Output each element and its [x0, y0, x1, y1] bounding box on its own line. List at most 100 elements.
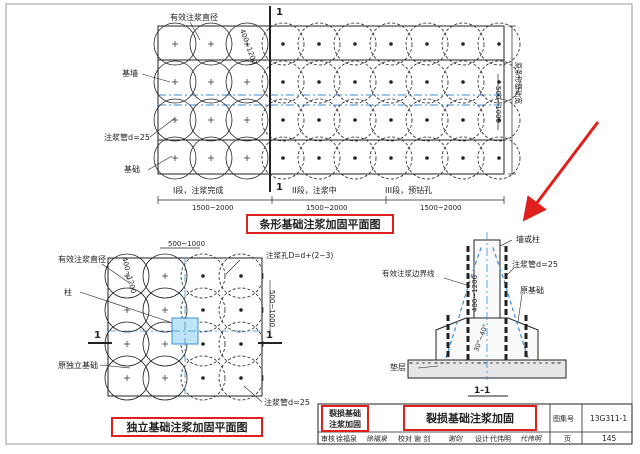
range-width-text: 500~1000	[494, 86, 502, 123]
section-title: 1-1	[474, 386, 490, 396]
cushion-speckle	[440, 362, 442, 364]
cushion-speckle	[479, 362, 481, 364]
strip-injection-circle	[153, 98, 197, 142]
strip-injection-circle	[225, 60, 269, 104]
cushion-speckle	[446, 362, 448, 364]
checker-name: 谢 剑	[414, 434, 430, 443]
cushion-speckle	[465, 362, 467, 364]
cushion-speckle	[528, 362, 530, 364]
iso-label-column: 柱	[64, 287, 72, 297]
cushion-speckle	[508, 362, 510, 364]
strip-injection-circle	[405, 60, 449, 104]
cushion-speckle	[534, 362, 536, 364]
strip-hole-dot	[497, 42, 501, 46]
injection-boundary-right	[491, 244, 529, 359]
cushion-speckle	[471, 362, 473, 364]
sec-label-cushion: 垫层	[390, 362, 406, 372]
cushion-speckle	[503, 362, 505, 364]
cushion-speckle	[553, 362, 555, 364]
stage-1-dimension: 1500~2000	[192, 204, 234, 212]
cushion-speckle	[448, 362, 450, 364]
strip-hole-dot	[353, 156, 357, 160]
cushion-speckle	[441, 362, 443, 364]
reviewer-name: 徐福泉	[336, 434, 357, 443]
section-1-1: 墙或柱 有效注浆边界线 注浆管d=25 原基础 400~1200 30°~40°…	[382, 232, 567, 397]
strip-injection-circle	[477, 136, 521, 180]
cushion-speckle	[459, 362, 461, 364]
cushion-speckle	[428, 362, 430, 364]
title-badge-box	[321, 405, 369, 432]
isolated-plan-title: 独立基础注浆加固平面图	[126, 420, 248, 434]
strip-injection-circles	[153, 22, 521, 180]
iso-label-pipe: 注浆管d=25	[264, 397, 310, 407]
cushion-speckle	[545, 362, 547, 364]
isolated-injection-circle	[104, 253, 150, 299]
stage-3-dimension: 1500~2000	[420, 204, 462, 212]
red-pointer-arrow	[522, 121, 600, 222]
strip-injection-circle	[297, 60, 341, 104]
atlas-number: 13G311-1	[590, 414, 627, 423]
isolated-injection-circle	[142, 253, 188, 299]
cushion-speckle	[409, 362, 411, 364]
strip-plan-title-box	[246, 214, 394, 234]
cushion-speckle	[522, 362, 524, 364]
strip-injection-circle	[477, 98, 521, 142]
sec-label-pipe: 注浆管d=25	[512, 259, 558, 269]
strip-hole-dot	[497, 156, 501, 160]
cushion-speckle	[442, 362, 444, 364]
strip-hole-dot	[389, 42, 393, 46]
strip-foundation-plan: 1 1 有效注浆直径 基墙 注浆管d=25 基础 400~1200 500~10…	[104, 6, 523, 212]
strip-hole-dot	[389, 156, 393, 160]
strip-hole-dot	[461, 118, 465, 122]
strip-injection-circle	[369, 60, 413, 104]
cushion-speckle	[490, 362, 492, 364]
isolated-plan-title-box	[111, 417, 263, 437]
cushion-speckle	[540, 362, 542, 364]
cushion-speckle	[546, 362, 548, 364]
injection-boundary-left	[445, 244, 483, 359]
strip-hole-dot	[425, 118, 429, 122]
strip-hole-dot	[425, 80, 429, 84]
strip-hole-dot	[389, 80, 393, 84]
cushion-speckle	[472, 362, 474, 364]
strip-hole-dot	[281, 80, 285, 84]
strip-injection-circle	[405, 22, 449, 66]
strip-injection-circle	[153, 22, 197, 66]
strip-hole-dot	[281, 118, 285, 122]
cushion-speckle	[429, 362, 431, 364]
strip-hole-dot	[389, 118, 393, 122]
isolated-injection-circle	[180, 253, 226, 299]
isolated-injection-circle	[218, 287, 264, 333]
stage-2-dimension: 1500~2000	[306, 204, 348, 212]
isolated-injection-circle	[180, 287, 226, 333]
cushion-speckle	[491, 362, 493, 364]
cushion-speckle	[527, 362, 529, 364]
cushion-speckle	[520, 362, 522, 364]
strip-injection-circle	[369, 136, 413, 180]
section-mark-top: 1	[276, 7, 283, 18]
strip-hole-dot	[317, 42, 321, 46]
strip-injection-circle	[225, 22, 269, 66]
strip-injection-circle	[189, 22, 233, 66]
strip-injection-circle	[189, 136, 233, 180]
strip-injection-circle	[441, 136, 485, 180]
section-mark-bottom: 1	[276, 182, 283, 193]
cushion-speckle	[416, 362, 418, 364]
isolated-injection-circle	[180, 355, 226, 401]
cushion-speckle	[557, 362, 559, 364]
strip-injection-circle	[333, 60, 377, 104]
cushion-speckle	[521, 362, 523, 364]
strip-injection-circle	[225, 98, 269, 142]
iso-hole-dot	[201, 308, 205, 312]
iso-hole-dot	[239, 274, 243, 278]
cushion-speckle	[454, 362, 456, 364]
cushion-speckle	[466, 362, 468, 364]
iso-hole-dot	[201, 376, 205, 380]
strip-hole-dot	[461, 42, 465, 46]
stage-1-label: I段，注浆完成	[173, 185, 223, 195]
sec-label-foundation: 原基础	[520, 285, 544, 295]
cushion-speckle	[497, 362, 499, 364]
strip-hole-dot	[281, 156, 285, 160]
strip-hole-dot	[353, 42, 357, 46]
